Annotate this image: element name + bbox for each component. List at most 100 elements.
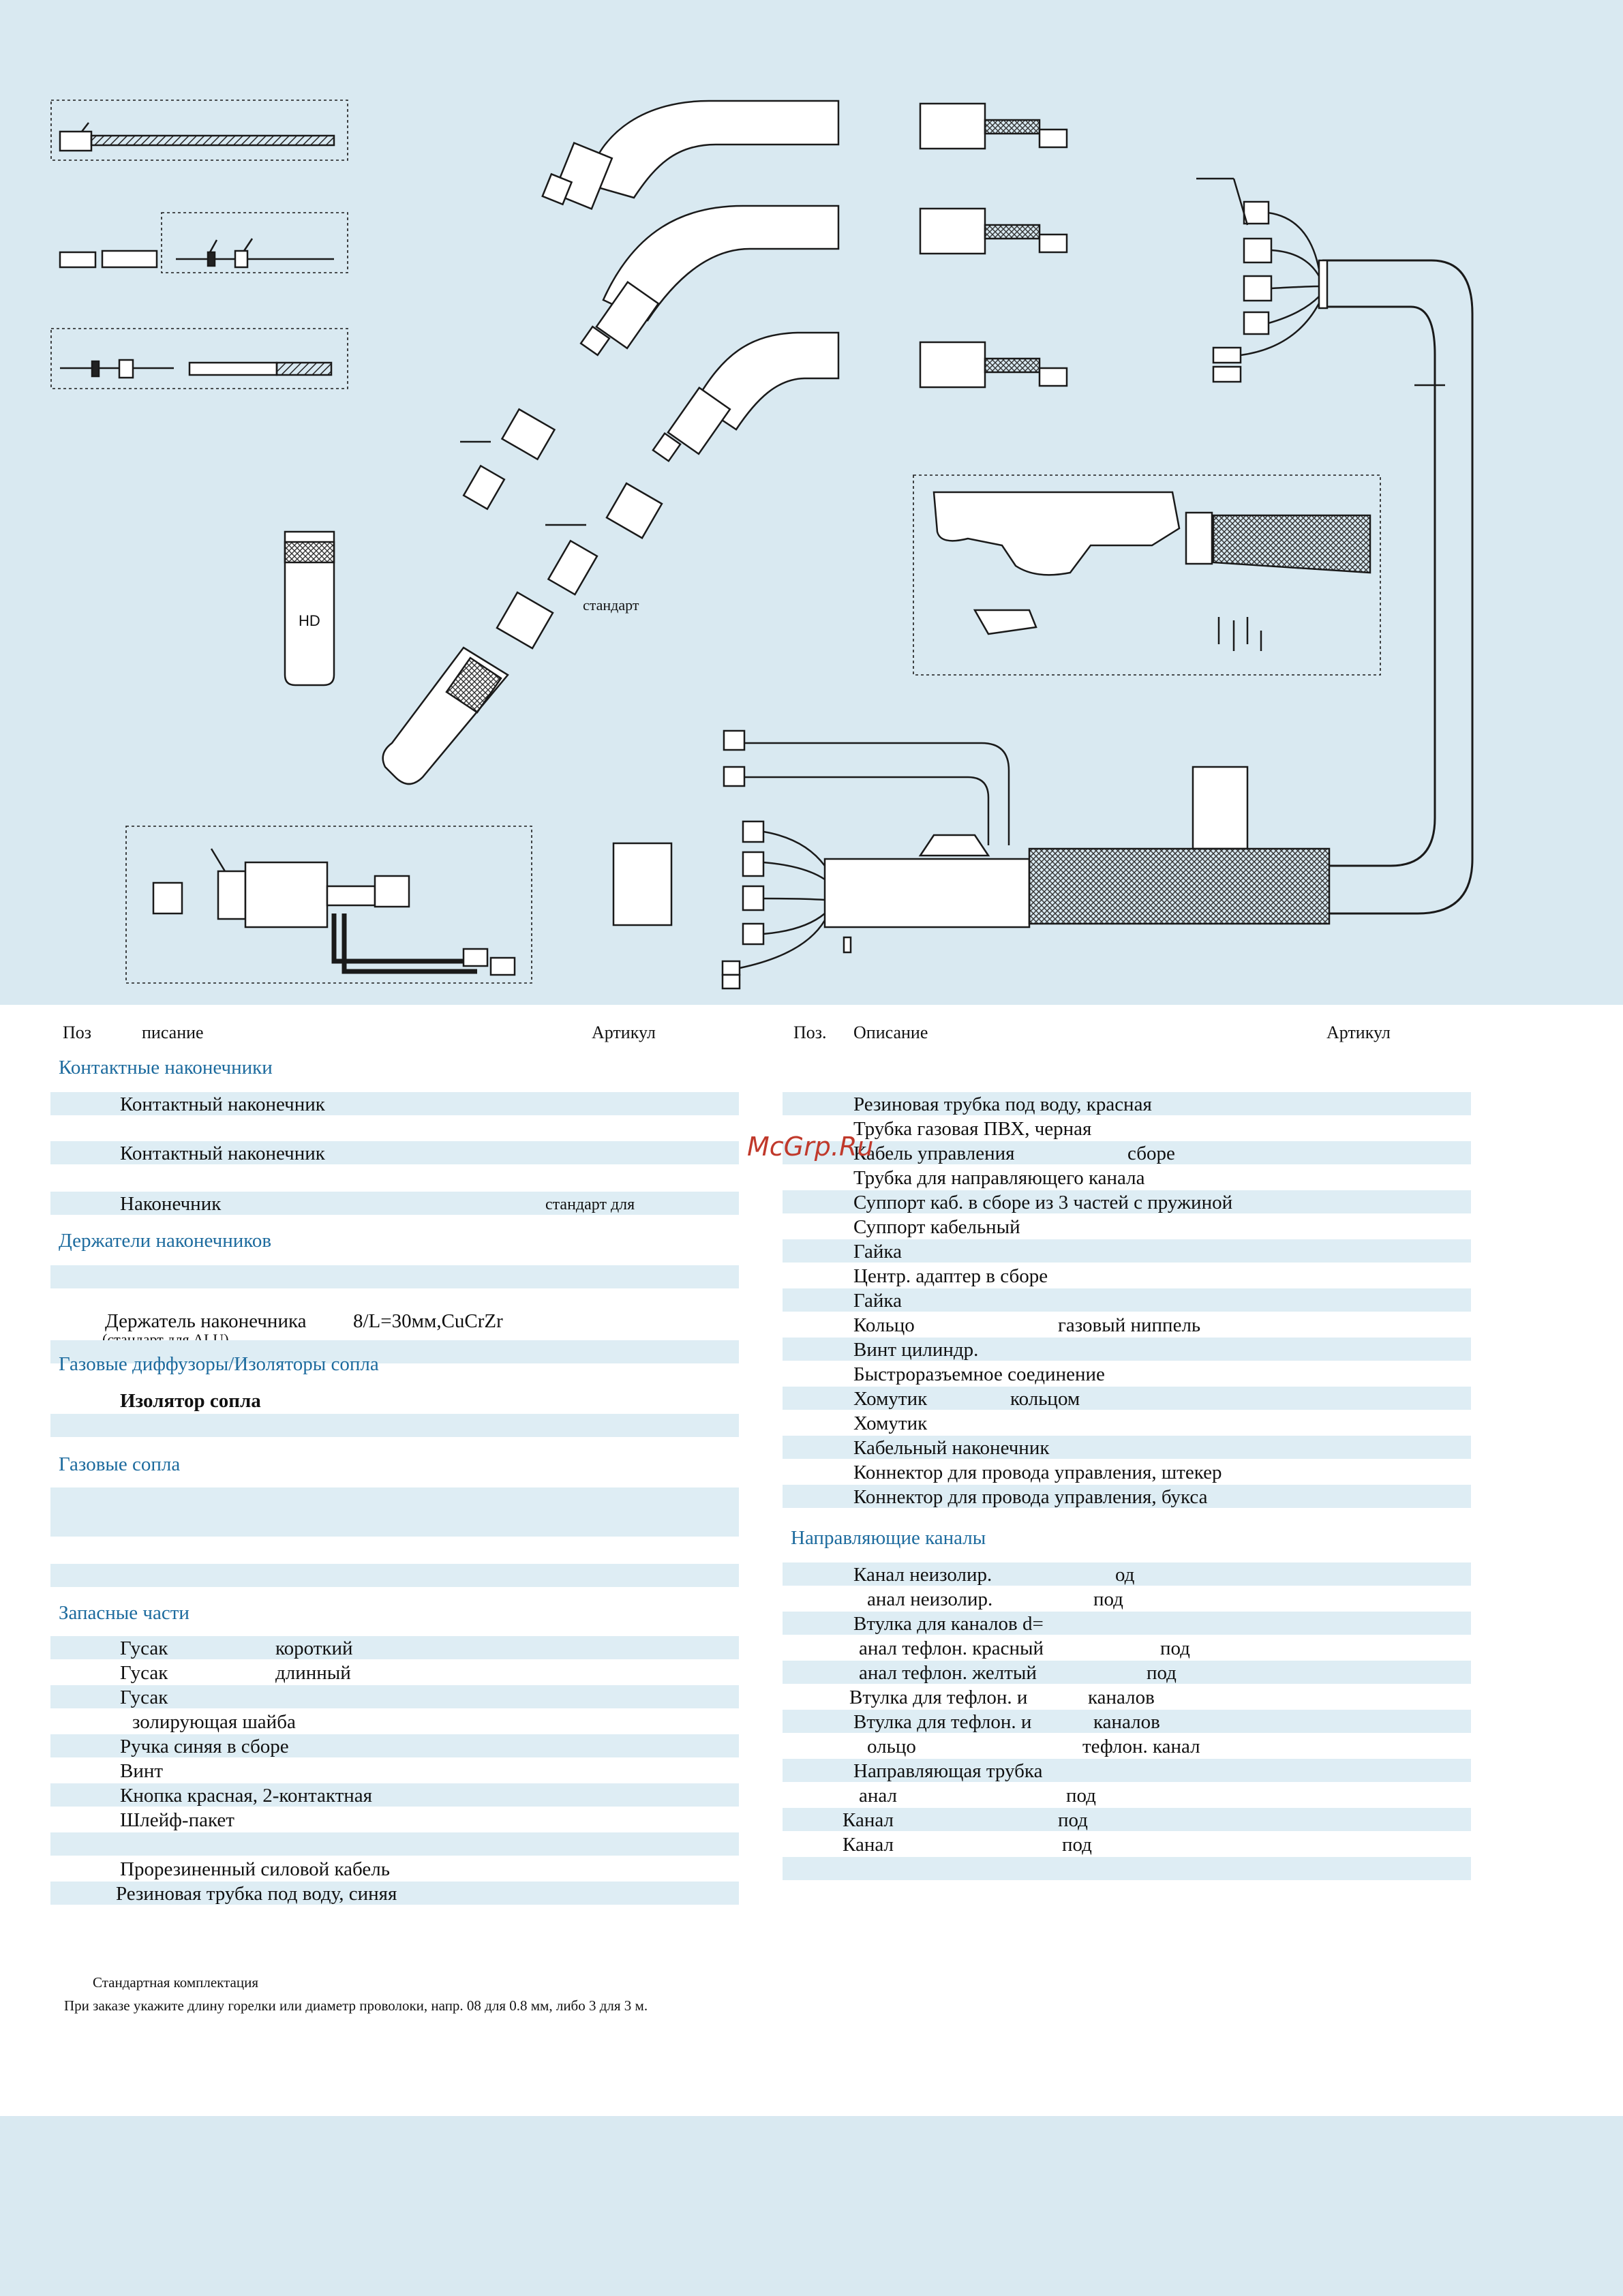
table-row [50, 1832, 739, 1856]
table-row: Держатель наконечника 8/L=30мм,CuCrZr [50, 1309, 739, 1332]
table-row: Канал неизолир. од [783, 1562, 1471, 1586]
row-desc: Винт цилиндр. [853, 1339, 979, 1361]
row-desc: Гусак [120, 1637, 168, 1659]
table-row: анал тефлон. красный под [783, 1636, 1471, 1659]
row-desc: Шлейф-пакет [120, 1809, 234, 1831]
row-desc: Гайка [853, 1290, 902, 1312]
row-variant: под [1058, 1809, 1088, 1831]
row-desc: Гайка [853, 1241, 902, 1263]
row-desc: Прорезиненный силовой кабель [120, 1858, 390, 1880]
central-adapter-assembly [125, 826, 532, 984]
cable-support [1192, 766, 1249, 850]
table-row: анал неизолир. под [783, 1587, 1471, 1610]
table-row: Гусак длинный [50, 1661, 739, 1684]
row-desc: Резиновая трубка под воду, красная [853, 1093, 1152, 1115]
table-row: Коннектор для провода управления, букса [783, 1485, 1471, 1508]
table-row: Наконечник стандарт для [50, 1192, 739, 1215]
row-desc: Коннектор для провода управления, букса [853, 1486, 1208, 1508]
row-desc: Гусак [120, 1662, 168, 1684]
row-desc: Контактный наконечник [120, 1143, 325, 1164]
table-row [783, 1857, 1471, 1880]
table-row: Суппорт кабельный [783, 1215, 1471, 1238]
liner-assembly-1 [50, 100, 348, 161]
table-row: Гусак короткий [50, 1636, 739, 1659]
left-header-article: Артикул [592, 1023, 656, 1042]
row-desc: золирующая шайба [132, 1711, 296, 1733]
row-desc: Контактный наконечник [120, 1093, 325, 1115]
table-row: Кнопка красная, 2-контактная [50, 1783, 739, 1807]
row-desc: Изолятор сопла [120, 1390, 261, 1412]
row-desc: Канал [843, 1834, 894, 1856]
section-contact-tips: Контактные наконечники [59, 1057, 273, 1078]
table-row: Кольцо газовый ниппель [783, 1313, 1471, 1336]
table-row: Суппорт каб. в сборе из 3 частей с пружи… [783, 1190, 1471, 1213]
hd-label: HD [299, 612, 320, 629]
row-desc: Трубка для направляющего канала [853, 1167, 1145, 1189]
section-tip-holders: Держатели наконечников [59, 1230, 272, 1252]
row-desc: Втулка для каналов d= [853, 1613, 1044, 1635]
table-row: анал тефлон. желтый под [783, 1661, 1471, 1684]
table-row: Хомутик [783, 1411, 1471, 1434]
row-desc: анал [859, 1785, 897, 1807]
gas-nozzle [382, 646, 509, 785]
handle-assembly [913, 474, 1381, 676]
row-desc: Направляющая трубка [853, 1760, 1043, 1782]
table-row [50, 1564, 739, 1587]
tip-holder-1 [460, 408, 556, 511]
footer-band [0, 2116, 1623, 2296]
row-variant: под [1160, 1637, 1190, 1659]
table-row: Контактный наконечник [50, 1141, 739, 1164]
swan-neck-long [652, 331, 1068, 463]
row-desc: Канал неизолир. [853, 1564, 992, 1586]
row-desc: Гусак [120, 1687, 168, 1708]
row-desc: Втулка для тефлон. и [853, 1711, 1032, 1733]
hd-nozzle [284, 530, 335, 686]
row-variant: длинный [275, 1662, 351, 1684]
liner-assembly-2 [59, 212, 348, 273]
row-desc: Кольцо [853, 1314, 915, 1336]
row-desc: Канал [843, 1809, 894, 1831]
row-desc: Кабельный наконечник [853, 1437, 1050, 1459]
row-desc: Кабель управления [853, 1143, 1015, 1164]
row-desc: Хомутик [853, 1413, 928, 1434]
table-row: Трубка газовая ПВХ, черная [783, 1117, 1471, 1140]
tip-holder-2 [545, 482, 663, 596]
table-row: Прорезиненный силовой кабель [50, 1857, 739, 1880]
row-spec: 8/L=30мм,CuCrZr [353, 1310, 503, 1332]
table-row [50, 1265, 739, 1288]
row-variant: короткий [275, 1637, 353, 1659]
row-desc: анал тефлон. красный [859, 1637, 1044, 1659]
standard-label: стандарт [583, 596, 639, 614]
table-row: Кабель управления сборе [783, 1141, 1471, 1164]
table-row: ольцо тефлон. канал [783, 1734, 1471, 1757]
table-row: Трубка для направляющего канала [783, 1166, 1471, 1189]
row-variant: под [1062, 1834, 1092, 1856]
table-row: Хомутик кольцом [783, 1387, 1471, 1410]
table-row: Гайка [783, 1239, 1471, 1263]
table-row: Втулка для каналов d= [783, 1612, 1471, 1635]
insulator-washer [496, 591, 554, 650]
left-header-pos: Поз [63, 1023, 92, 1042]
table-row [50, 1340, 739, 1363]
row-desc: Хомутик [853, 1388, 928, 1410]
table-row: Центр. адаптер в сборе [783, 1264, 1471, 1287]
right-header-pos: Поз. [793, 1023, 827, 1042]
section-diffusers: Газовые диффузоры/Изоляторы сопла [59, 1353, 379, 1375]
row-desc: Быстроразъемное соединение [853, 1363, 1105, 1385]
row-desc: Суппорт кабельный [853, 1216, 1020, 1238]
table-row: Канал под [783, 1808, 1471, 1831]
section-spares: Запасные части [59, 1602, 189, 1624]
swan-neck-short [541, 100, 1068, 210]
diagram-background [0, 0, 1623, 1005]
table-row: Шлейф-пакет [50, 1808, 739, 1831]
row-desc: Коннектор для провода управления, штекер [853, 1462, 1222, 1483]
row-variant: под [1147, 1662, 1177, 1684]
table-row: Винт цилиндр. [783, 1338, 1471, 1361]
right-header-article: Артикул [1326, 1023, 1391, 1042]
row-desc: Винт [120, 1760, 164, 1782]
table-row [50, 1414, 739, 1437]
liner-assembly-3 [50, 328, 348, 389]
table-row: Канал под [783, 1832, 1471, 1856]
row-variant: тефлон. канал [1082, 1736, 1200, 1757]
table-row: Контактный наконечник [50, 1092, 739, 1115]
